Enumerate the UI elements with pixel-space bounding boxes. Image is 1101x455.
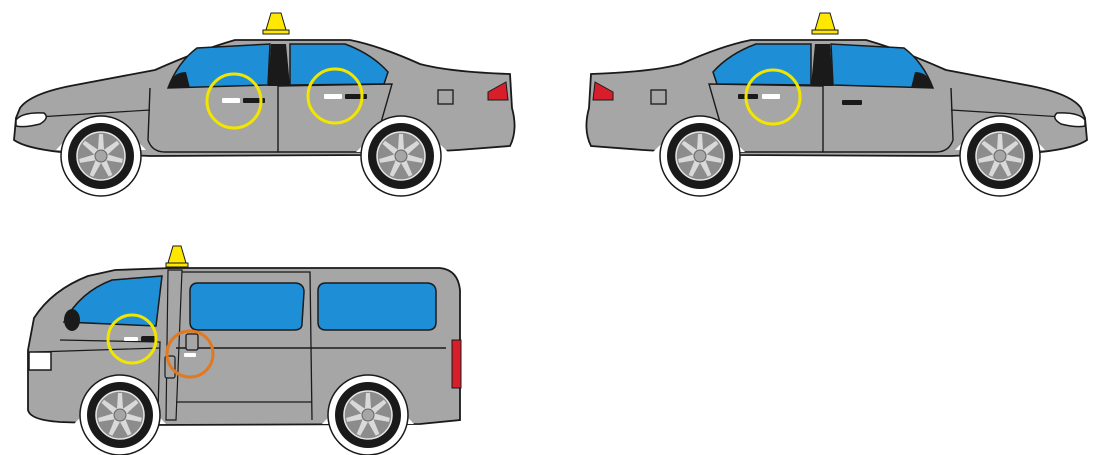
rear-wheel [361, 116, 441, 196]
fuel-cap [438, 90, 453, 104]
rear-door-handle [324, 94, 342, 99]
front-door-handle [124, 337, 138, 341]
sedan-right-view [586, 13, 1087, 196]
rear-wheel [660, 116, 740, 196]
tail-light [452, 340, 461, 388]
sedan-left-view [14, 13, 515, 196]
front-wheel [61, 116, 141, 196]
front-door-handle [842, 100, 862, 105]
middle-window [190, 283, 304, 330]
roof-light [266, 13, 286, 30]
rear-window [318, 283, 436, 330]
rear-door-handle-shadow [345, 94, 367, 99]
rear-door-handle [762, 94, 780, 99]
van-left-view [28, 246, 461, 455]
fuel-cap [651, 90, 666, 104]
front-door-handle [222, 98, 240, 103]
front-wheel [960, 116, 1040, 196]
roof-light [168, 246, 186, 263]
sliding-door-handle-pocket [186, 334, 198, 350]
side-mirror [64, 309, 80, 331]
roof-light [815, 13, 835, 30]
sliding-door-handle [184, 353, 196, 357]
front-wheel [80, 375, 160, 455]
rear-wheel [328, 375, 408, 455]
headlight [29, 352, 51, 370]
rear-door-handle-shadow [738, 94, 758, 99]
